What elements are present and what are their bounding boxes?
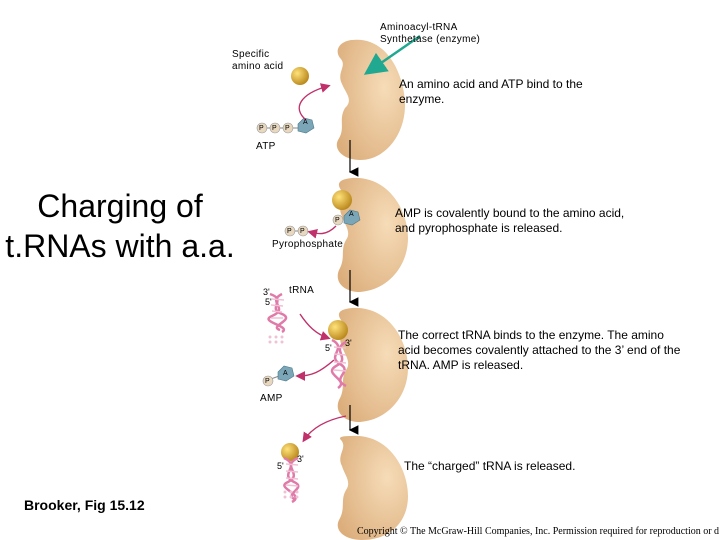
adenosine-letter-amp-bound: A (349, 211, 354, 218)
enzyme-step-2 (337, 177, 408, 292)
trna-charged (283, 456, 300, 504)
phosphate-letter-3: P (285, 125, 290, 132)
copyright-notice: Copyright © The McGraw-Hill Companies, I… (357, 526, 720, 537)
curved-arrow-aa-in (298, 83, 331, 121)
step-1-description: An amino acid and ATP bind to the enzyme… (399, 77, 583, 106)
specific-amino-acid-label: Specific amino acid (232, 49, 284, 72)
five-prime-label-bound: 5' (325, 343, 332, 353)
step-4-description: The “charged” tRNA is released. (404, 459, 576, 473)
enzyme-step-4 (337, 435, 408, 540)
slide-title: Charging of t.RNAs with a.a. (5, 188, 235, 264)
step-3-description: The correct tRNA binds to the enzyme. Th… (398, 328, 681, 372)
amino-acid-step-2 (332, 190, 352, 210)
pyrophosphate-molecule (284, 225, 309, 237)
enzyme-step-3 (337, 307, 408, 422)
five-prime-label-free: 5' (265, 297, 272, 307)
amp-released (262, 365, 295, 387)
pyrophosphate-label: Pyrophosphate (272, 239, 344, 250)
curved-arrow-trna-out (302, 415, 347, 443)
three-prime-label-free: 3' (263, 287, 270, 297)
amino-acid-step-3 (328, 320, 348, 340)
phosphate-letter-ppi-1: P (287, 228, 292, 235)
phosphate-letter-amp-bound: P (335, 217, 340, 224)
three-prime-label-charged: 3' (297, 454, 304, 464)
enzyme-step-1 (336, 39, 405, 160)
five-prime-label-charged: 5' (277, 461, 284, 471)
trna-label: tRNA (289, 285, 315, 296)
amp-bound (332, 209, 361, 226)
trna-free (267, 292, 288, 344)
atp-molecule (256, 117, 315, 134)
figure-citation: Brooker, Fig 15.12 (24, 497, 145, 513)
adenosine-letter-amp-free: A (283, 370, 288, 377)
enzyme-label: Aminoacyl-tRNA Synthetase (enzyme) (380, 22, 481, 45)
phosphate-letter-ppi-2: P (300, 228, 305, 235)
amp-label: AMP (260, 393, 283, 404)
enzyme-pointer-arrow (363, 34, 421, 75)
atp-label: ATP (256, 141, 276, 152)
curved-arrow-ppi-out (307, 225, 337, 239)
amino-acid-charged (281, 443, 299, 461)
adenosine-letter-atp: A (303, 119, 308, 126)
curved-arrow-amp-out (295, 359, 335, 381)
phosphate-letter-1: P (259, 125, 264, 132)
step-2-description: AMP is covalently bound to the amino aci… (395, 206, 625, 235)
phosphate-letter-2: P (272, 125, 277, 132)
three-prime-label-bound: 3' (345, 338, 352, 348)
trna-bound (330, 338, 347, 390)
curved-arrow-trna-in (299, 313, 331, 341)
phosphate-letter-amp-free: P (265, 378, 270, 385)
amino-acid-free (291, 67, 309, 85)
